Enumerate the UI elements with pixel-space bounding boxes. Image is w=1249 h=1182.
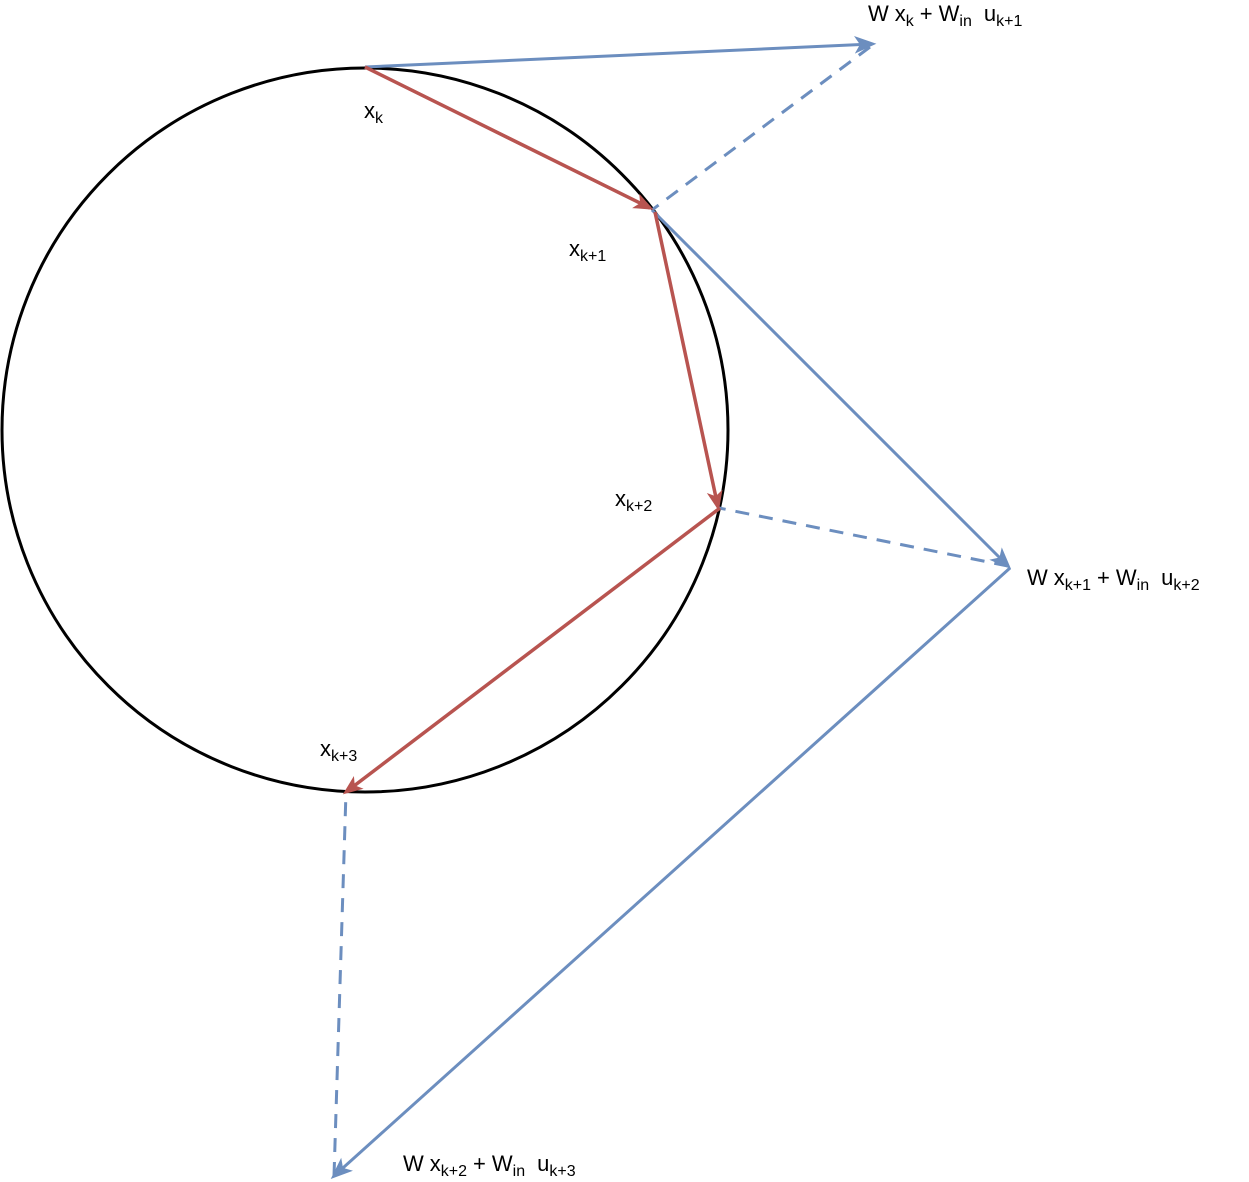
label-xk1: xk+1: [569, 236, 607, 265]
label-xk2: xk+2: [615, 486, 653, 515]
projection-arrow-k: [364, 36, 877, 69]
state-arrow-k2-to-k3: [342, 506, 722, 795]
normalization-line-k1: [651, 45, 871, 212]
label-xk: xk: [364, 98, 383, 127]
projection-arrow-k2: [330, 566, 1012, 1179]
state-arrow-k-to-k1: [364, 65, 654, 210]
projection-arrow-k1: [650, 208, 1012, 570]
state-arrow-k1-to-k2: [653, 211, 723, 511]
normalization-line-k3: [332, 791, 348, 1177]
state-circle: [0, 66, 730, 794]
label-xk3: xk+3: [320, 736, 358, 765]
normalization-line-k2: [718, 506, 1009, 568]
